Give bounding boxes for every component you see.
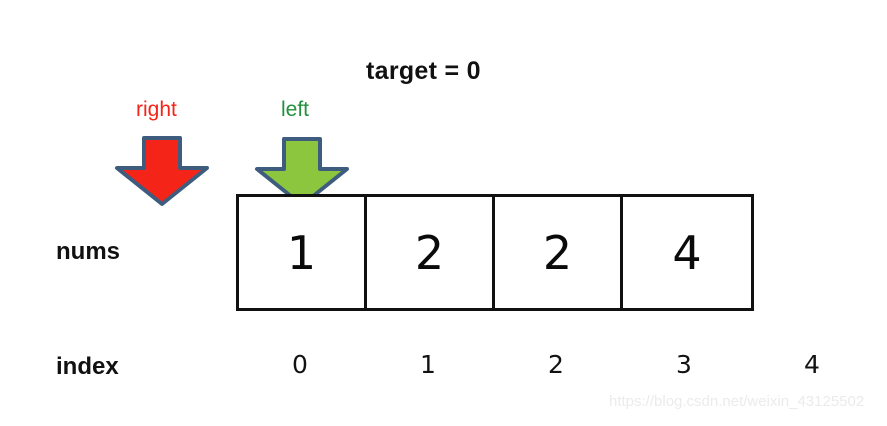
arrow-down-red-icon — [115, 136, 209, 206]
index-value: 0 — [292, 350, 308, 379]
index-value: 3 — [676, 350, 692, 379]
target-label: target = 0 — [366, 57, 481, 85]
array-box: 1 2 2 4 — [236, 194, 754, 311]
array-cell: 1 — [239, 197, 367, 308]
array-cell: 2 — [367, 197, 495, 308]
index-value: 4 — [804, 350, 820, 379]
watermark: https://blog.csdn.net/weixin_43125502 — [609, 393, 865, 410]
arrow-down-green-icon — [255, 137, 349, 207]
index-value: 2 — [548, 350, 564, 379]
index-value: 1 — [420, 350, 436, 379]
index-row-label: index — [56, 353, 119, 380]
index-row: 0 1 2 3 4 — [236, 350, 876, 379]
array-cell: 4 — [672, 225, 702, 280]
pointer-label-left: left — [281, 98, 310, 121]
pointer-label-right: right — [136, 98, 177, 121]
nums-row-label: nums — [56, 238, 121, 265]
array-cell: 2 — [495, 197, 623, 308]
